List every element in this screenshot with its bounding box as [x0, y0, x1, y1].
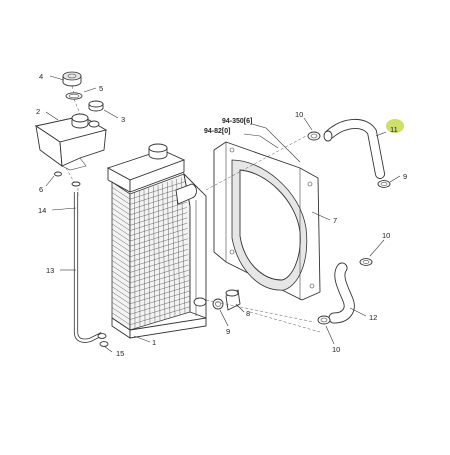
callout-3: 3 [121, 115, 125, 124]
reference-label: 94-350[6] [222, 118, 252, 125]
tank-cap [63, 72, 81, 86]
hose-clamp-9-upper [378, 181, 390, 188]
radiator [108, 144, 206, 338]
hose-clamp-10-mid [360, 259, 372, 266]
callout-2: 2 [36, 107, 40, 116]
clamp-15 [100, 342, 108, 347]
hose-clamp-9-lower [213, 299, 223, 309]
callout-1: 1 [152, 338, 156, 347]
upper-hose [324, 124, 380, 174]
hose-clamp-10-lower [318, 316, 330, 324]
callout-6: 6 [39, 185, 43, 194]
hose-clamp-10-upper [308, 132, 320, 140]
fan-shroud [214, 142, 320, 300]
callout-14: 14 [38, 206, 46, 215]
callout-10: 10 [332, 345, 340, 354]
callout-11: 11 [390, 125, 398, 134]
callout-12: 12 [369, 313, 377, 322]
callout-5: 5 [99, 84, 103, 93]
lower-hose [334, 268, 349, 318]
o-ring [66, 93, 82, 99]
spacer-sleeve [226, 290, 240, 310]
reference-label: 94-82[0] [204, 128, 230, 135]
callout-7: 7 [333, 216, 337, 225]
clamp-6 [55, 172, 62, 176]
callout-13: 13 [46, 266, 54, 275]
callout-9: 9 [403, 172, 407, 181]
small-cap [89, 101, 103, 111]
callout-8: 8 [246, 309, 250, 318]
callout-10: 10 [382, 231, 390, 240]
callout-10: 10 [295, 110, 303, 119]
callout-4: 4 [39, 72, 43, 81]
callout-15: 15 [116, 349, 124, 358]
callout-9: 9 [226, 327, 230, 336]
overflow-pipe [72, 182, 106, 341]
expansion-tank [36, 114, 106, 170]
